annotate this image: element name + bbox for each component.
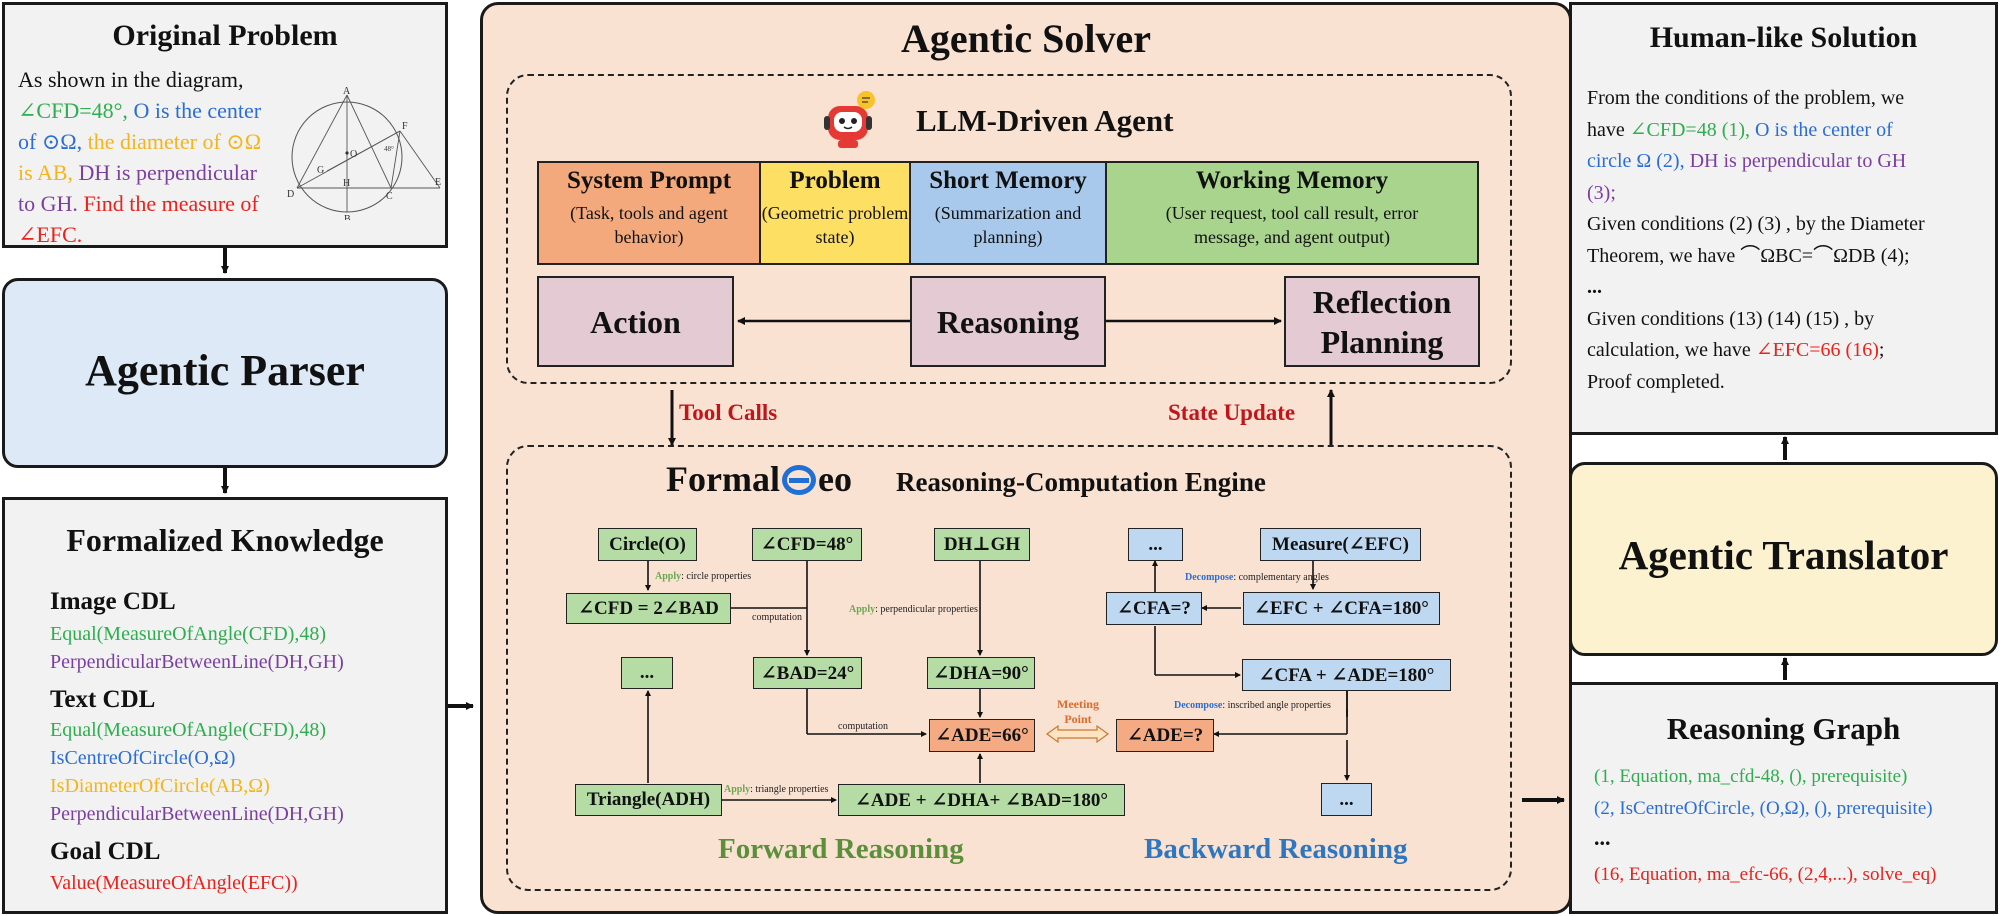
fig-label-h: H xyxy=(343,178,350,189)
edge-label-circle-props: Apply: circle properties xyxy=(655,571,752,582)
knowledge-title: Formalized Knowledge xyxy=(66,522,384,558)
text-cdl-line: Equal(MeasureOfAngle(CFD),48) xyxy=(50,719,327,741)
state-update-label: State Update xyxy=(1168,400,1296,425)
memory-system-prompt: System Prompt (Task, tools and agent beh… xyxy=(537,161,761,265)
memory-short: Short Memory (Summarization and planning… xyxy=(909,161,1107,265)
graph-row: (1, Equation, ma_cfd-48, (), prerequisit… xyxy=(1594,766,1908,787)
action-box: Action xyxy=(537,276,734,367)
agent-title: LLM-Driven Agent xyxy=(916,103,1174,138)
reflection-planning-box: Reflection Planning xyxy=(1284,276,1480,367)
problem-text: As shown in the diagram, ∠CFD=48°, O is … xyxy=(18,67,262,247)
human-solution-title: Human-like Solution xyxy=(1649,21,1918,54)
original-problem-panel: Original Problem As shown in the diagram… xyxy=(2,2,448,248)
llm-agent-box xyxy=(506,74,1512,384)
fig-label-a: A xyxy=(343,86,351,97)
node-measure-efc: Measure(∠EFC) xyxy=(1260,528,1421,561)
fig-label-c: C xyxy=(386,191,393,202)
backward-reasoning-label: Backward Reasoning xyxy=(1144,833,1408,865)
edge-label-computation-1: computation xyxy=(752,612,802,623)
text-cdl-line: PerpendicularBetweenLine(DH,GH) xyxy=(50,803,344,825)
agentic-translator-panel: Agentic Translator xyxy=(1569,462,1998,656)
memory-problem: Problem (Geometric problem state) xyxy=(759,161,911,265)
graph-row: ... xyxy=(1594,825,1611,850)
agentic-translator-title: Agentic Translator xyxy=(1618,532,1949,578)
fig-label-f: F xyxy=(402,121,408,132)
reasoning-graph-panel: Reasoning Graph (1, Equation, ma_cfd-48,… xyxy=(1569,682,1998,914)
image-cdl-heading: Image CDL xyxy=(50,588,176,615)
edge-label-computation-2: computation xyxy=(838,721,888,732)
edge-label-inscribed: Decompose: inscribed angle properties xyxy=(1174,700,1331,711)
graph-row: (2, IsCentreOfCircle, (O,Ω), (), prerequ… xyxy=(1594,798,1933,819)
image-cdl-line: Equal(MeasureOfAngle(CFD),48) xyxy=(50,623,327,645)
edge-label-tri-props: Apply: triangle properties xyxy=(724,784,829,795)
node-ade-66: ∠ADE=66° xyxy=(929,719,1035,752)
node-dots-forward: ... xyxy=(621,657,673,689)
agentic-parser-title: Agentic Parser xyxy=(85,346,365,395)
node-cfa-ade: ∠CFA + ∠ADE=180° xyxy=(1242,659,1451,691)
fig-label-48: 48° xyxy=(384,145,394,153)
formalized-knowledge-panel: Formalized Knowledge Image CDL Equal(Mea… xyxy=(2,497,448,914)
formalgeo-g-icon xyxy=(781,465,816,495)
node-dots-bottom: ... xyxy=(1321,783,1372,816)
node-cfa-unknown: ∠CFA=? xyxy=(1106,592,1202,625)
node-sum-forward: ∠ADE + ∠DHA+ ∠BAD=180° xyxy=(838,784,1125,816)
fig-label-b: B xyxy=(344,214,351,220)
image-cdl-line: PerpendicularBetweenLine(DH,GH) xyxy=(50,651,344,673)
agentic-parser-panel: Agentic Parser xyxy=(2,278,448,468)
node-efc-cfa: ∠EFC + ∠CFA=180° xyxy=(1243,592,1440,625)
text-cdl-line: IsDiameterOfCircle(AB,Ω) xyxy=(50,775,270,797)
fig-label-e: E xyxy=(435,177,441,188)
fig-label-d: D xyxy=(287,189,294,200)
node-cfd-48: ∠CFD=48° xyxy=(752,528,862,561)
node-dots-top: ... xyxy=(1128,528,1183,561)
fig-label-g: G xyxy=(317,165,324,176)
goal-cdl-heading: Goal CDL xyxy=(50,838,161,865)
original-problem-title: Original Problem xyxy=(112,19,338,52)
node-triangle-adh: Triangle(ADH) xyxy=(575,784,722,816)
forward-reasoning-label: Forward Reasoning xyxy=(718,833,964,865)
edge-label-complementary: Decompose: complementary angles xyxy=(1185,572,1329,583)
engine-title: Reasoning-Computation Engine xyxy=(896,467,1266,497)
reasoning-graph-title: Reasoning Graph xyxy=(1666,711,1901,746)
human-solution-panel: Human-like Solution From the conditions … xyxy=(1569,2,1998,435)
memory-working: Working Memory (User request, tool call … xyxy=(1105,161,1479,265)
solution-text: From the conditions of the problem, we h… xyxy=(1587,87,1925,393)
reasoning-box: Reasoning xyxy=(910,276,1106,367)
robot-icon xyxy=(824,91,875,148)
text-cdl-heading: Text CDL xyxy=(50,686,156,713)
graph-row: (16, Equation, ma_efc-66, (2,4,...), sol… xyxy=(1594,864,1937,885)
node-ade-unknown: ∠ADE=? xyxy=(1116,719,1214,752)
node-circle-o: Circle(O) xyxy=(598,528,697,561)
node-dh-perp-gh: DH⊥GH xyxy=(934,528,1030,561)
node-bad-24: ∠BAD=24° xyxy=(753,657,862,689)
text-cdl-line: IsCentreOfCircle(O,Ω) xyxy=(50,747,236,769)
goal-cdl-line: Value(MeasureOfAngle(EFC)) xyxy=(50,872,298,894)
edge-label-perp-props: Apply: perpendicular properties xyxy=(849,604,978,615)
node-dha-90: ∠DHA=90° xyxy=(927,657,1035,689)
meeting-point-label: Meeting Point xyxy=(1057,697,1099,726)
geometry-figure: A O G F 48° H D C E B xyxy=(287,86,441,220)
fig-label-o: O xyxy=(350,149,357,160)
node-cfd-2bad: ∠CFD = 2∠BAD xyxy=(566,593,731,624)
tool-calls-label: Tool Calls xyxy=(679,400,778,425)
